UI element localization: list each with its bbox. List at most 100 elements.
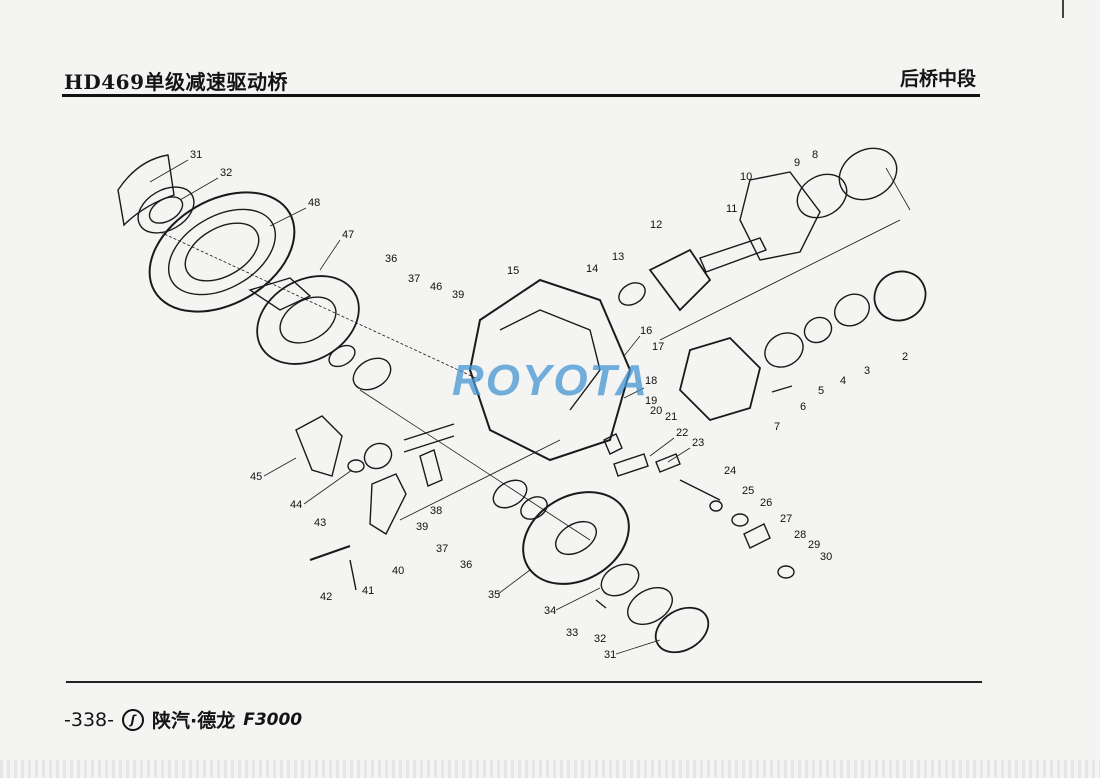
callout-36-bottom: 36 xyxy=(460,559,472,571)
callout-43: 43 xyxy=(314,517,326,529)
callout-34: 34 xyxy=(544,605,556,617)
callout-38: 38 xyxy=(430,505,442,517)
spider-46 xyxy=(403,423,455,453)
callout-20: 20 xyxy=(650,405,662,417)
callout-32-top: 32 xyxy=(220,167,232,179)
brand-name: 陕汽·德龙 xyxy=(151,710,236,732)
callout-35: 35 xyxy=(488,589,500,601)
callout-31-bottom: 31 xyxy=(604,649,616,661)
callout-17: 17 xyxy=(652,341,664,353)
callout-19: 19 xyxy=(645,395,657,407)
callout-41: 41 xyxy=(362,585,374,597)
callout-22: 22 xyxy=(676,427,688,439)
bearing-43 xyxy=(363,442,393,470)
callout-10: 10 xyxy=(740,171,752,183)
callout-45: 45 xyxy=(250,471,262,483)
pin-39 xyxy=(419,449,443,487)
callout-18: 18 xyxy=(645,375,657,387)
washer-36-lower xyxy=(520,496,548,520)
gear-ring-31-top xyxy=(117,154,175,227)
side-gear-37-lower xyxy=(492,479,528,509)
bearing-seat-7 xyxy=(679,336,761,422)
bolt-33 xyxy=(595,599,607,609)
header-divider xyxy=(62,94,980,97)
callout-15: 15 xyxy=(507,265,519,277)
callout-14: 14 xyxy=(586,263,598,275)
callout-47: 47 xyxy=(342,229,354,241)
ring-gear-48 xyxy=(148,191,296,313)
callout-25: 25 xyxy=(742,485,754,497)
callout-44: 44 xyxy=(290,499,302,511)
flange-2 xyxy=(873,270,927,322)
callout-5: 5 xyxy=(818,385,824,397)
washer-44 xyxy=(347,459,365,473)
callout-2: 2 xyxy=(902,351,908,363)
callout-13: 13 xyxy=(612,251,624,263)
callout-31-top: 31 xyxy=(190,149,202,161)
footer-divider xyxy=(66,681,982,683)
scan-bottom-edge xyxy=(0,760,1100,778)
callout-36-top: 36 xyxy=(385,253,397,265)
seal-26 xyxy=(731,513,749,527)
bearing-32-bottom xyxy=(627,586,673,626)
fork-22 xyxy=(613,453,649,477)
pin-41 xyxy=(349,559,357,591)
bearing-13 xyxy=(618,282,646,306)
callout-32-bottom: 32 xyxy=(594,633,606,645)
leader-lines xyxy=(149,159,691,655)
callout-4: 4 xyxy=(840,375,846,387)
bolt-6 xyxy=(771,385,793,393)
section-title: 后桥中段 xyxy=(899,68,976,90)
callout-6: 6 xyxy=(800,401,806,413)
seal-3 xyxy=(834,293,870,327)
ring-25 xyxy=(709,500,723,512)
sleeve-23 xyxy=(655,453,681,473)
callout-40: 40 xyxy=(392,565,404,577)
callout-7: 7 xyxy=(774,421,780,433)
callout-28: 28 xyxy=(794,529,806,541)
spring-20 xyxy=(603,433,623,455)
side-gear-37 xyxy=(352,357,392,391)
callout-26: 26 xyxy=(760,497,772,509)
callout-33: 33 xyxy=(566,627,578,639)
diff-case-47 xyxy=(256,275,360,365)
bearing-4 xyxy=(803,316,833,344)
cylinder-27 xyxy=(743,523,771,549)
callout-37-bottom: 37 xyxy=(436,543,448,555)
carrier-40 xyxy=(369,473,407,536)
cover-10 xyxy=(739,171,821,261)
callout-46: 46 xyxy=(430,281,442,293)
callout-9: 9 xyxy=(794,157,800,169)
case-34 xyxy=(600,563,640,597)
page-number: -338- xyxy=(64,708,114,731)
callout-16: 16 xyxy=(640,325,652,337)
callout-37-top: 37 xyxy=(408,273,420,285)
pinion-12 xyxy=(648,248,712,312)
model-name: F3000 xyxy=(243,709,303,730)
callout-42: 42 xyxy=(320,591,332,603)
page-footer: -338- ʃ 陕汽·德龙 F3000 xyxy=(64,706,302,733)
bearing-32-top xyxy=(137,186,195,234)
callout-30: 30 xyxy=(820,551,832,563)
callout-29: 29 xyxy=(808,539,820,551)
bolt-42 xyxy=(309,545,351,561)
bearing-cup-31-bottom xyxy=(654,606,710,654)
callout-39-bottom: 39 xyxy=(416,521,428,533)
callout-8: 8 xyxy=(812,149,818,161)
callout-27: 27 xyxy=(780,513,792,525)
callout-12: 12 xyxy=(650,219,662,231)
callout-23: 23 xyxy=(692,437,704,449)
shacman-logo-icon: ʃ xyxy=(121,708,144,731)
callout-11: 11 xyxy=(726,203,737,215)
housing-15 xyxy=(468,278,632,462)
bearing-9 xyxy=(796,173,848,219)
bearing-5 xyxy=(764,332,804,368)
callout-39-top: 39 xyxy=(452,289,464,301)
nut-30 xyxy=(777,565,795,579)
callout-3: 3 xyxy=(864,365,870,377)
callout-48: 48 xyxy=(308,197,320,209)
watermark-text: ROYOTA xyxy=(452,356,649,405)
page-title: HD469单级减速驱动桥 xyxy=(64,70,288,94)
washer-36 xyxy=(328,344,356,368)
